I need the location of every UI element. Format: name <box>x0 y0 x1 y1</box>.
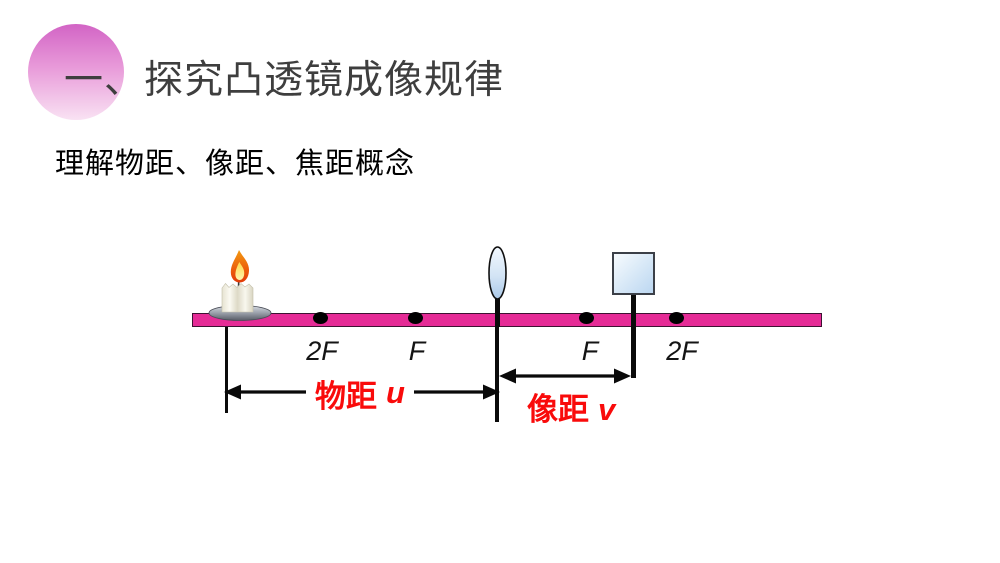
image-distance-label: 像距 v <box>527 384 615 429</box>
lens-position-line <box>495 327 499 422</box>
candle-icon <box>208 250 272 321</box>
focal-label-2f-left: 2F <box>306 336 338 366</box>
image-distance-arrow <box>499 368 631 384</box>
title-prefix: 一、 <box>64 59 145 102</box>
object-distance-label: 物距 u <box>306 375 414 414</box>
title-text: 探究凸透镜成像规律 <box>144 59 505 102</box>
screen-stand <box>631 294 636 378</box>
subtitle: 理解物距、像距、焦距概念 <box>55 148 416 180</box>
lens-stand <box>495 297 500 327</box>
object-distance-symbol: u <box>386 375 405 410</box>
lens-ellipse <box>488 246 507 300</box>
focal-label-f-left: F <box>408 336 426 366</box>
focal-point-dot-f-left <box>408 312 423 324</box>
candle-body <box>221 283 254 313</box>
candle-position-line <box>225 327 228 413</box>
page-title: 一、探究凸透镜成像规律 <box>64 58 504 104</box>
candle-flame-inner <box>235 262 245 280</box>
object-distance-text: 物距 <box>315 378 377 414</box>
focal-label-f-right: F <box>581 336 599 366</box>
focal-label-2f-right: 2F <box>666 336 698 366</box>
focal-point-dot-2f-left <box>313 312 328 324</box>
decorative-gradient-circle <box>28 24 124 120</box>
image-distance-symbol: v <box>598 392 616 427</box>
focal-point-dot-2f-right <box>669 312 684 324</box>
optical-rail <box>192 313 822 327</box>
focal-point-dot-f-right <box>579 312 594 324</box>
convex-lens-icon <box>488 246 507 300</box>
image-distance-text: 像距 <box>527 392 589 427</box>
imaging-screen-icon <box>612 252 655 295</box>
